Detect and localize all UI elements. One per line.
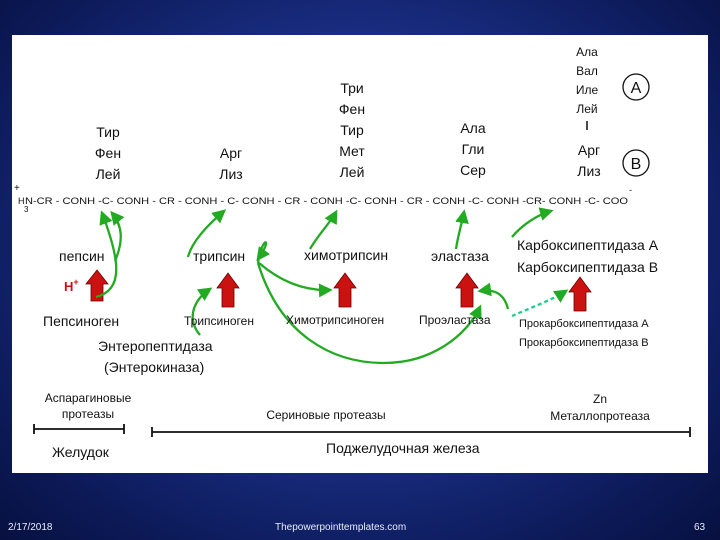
enzyme-elastase: эластаза	[431, 248, 489, 264]
enterokinase-label: (Энтерокиназа)	[104, 359, 204, 375]
enzyme-carboxypeptidase-b: Карбоксипептидаза В	[517, 259, 658, 275]
zymogen-trypsinogen: Трипсиноген	[184, 314, 254, 328]
aa-g4-2: Сер	[460, 162, 486, 178]
content-panel: Тир Фен Лей Арг Лиз Три Фен Тир Мет Лей …	[12, 35, 708, 473]
chain-plus: +	[14, 183, 20, 194]
aa-g3-1: Фен	[339, 101, 365, 117]
aa-g4-1: Гли	[462, 141, 485, 157]
organ-stomach: Желудок	[52, 444, 110, 460]
green-arrow-chymotrypsin-chain	[309, 209, 338, 250]
aa-g5a-3: Лей	[576, 102, 597, 116]
aa-g4-0: Ала	[460, 120, 486, 136]
green-arrow-trypsin-proelastase	[256, 262, 482, 365]
aa-g2-1: Лиз	[219, 166, 242, 182]
chain-sub3: 3	[24, 205, 29, 214]
enzyme-carboxypeptidase-a: Карбоксипептидаза А	[517, 237, 659, 253]
green-arrow-elastase-chain	[454, 209, 469, 250]
green-arrow-trypsin-chymotrypsinogen	[258, 262, 333, 298]
aa-g1-0: Тир	[96, 124, 120, 140]
circle-b-label: B	[631, 156, 642, 173]
class-serine: Сериновые протеазы	[266, 408, 385, 422]
zymogen-chymotrypsinogen: Химотрипсиноген	[286, 313, 384, 327]
aa-g5b-0: Арг	[578, 142, 600, 158]
green-arrow-trypsin-procarboxy-link	[477, 282, 510, 310]
peptide-chain: N-CR - CONH -C- CONH - CR - CONH - C- CO…	[25, 196, 628, 206]
aa-g5a-0: Ала	[576, 45, 598, 59]
circle-b	[622, 149, 650, 177]
red-arrow-chymotrypsinogen	[333, 272, 357, 308]
aa-g1-1: Фен	[95, 145, 121, 161]
green-arrow-trypsin-autoactivation	[256, 241, 271, 264]
aa-g1-2: Лей	[96, 166, 121, 182]
enteropeptidase-label: Энтеропептидаза	[98, 338, 213, 354]
aa-g5a-1: Вал	[576, 64, 598, 78]
proteolysis-diagram: Тир Фен Лей Арг Лиз Три Фен Тир Мет Лей …	[14, 45, 691, 460]
green-arrow-trypsin-chain	[186, 209, 227, 258]
zymogen-procarboxypeptidase-b: Прокарбоксипептидаза В	[519, 337, 649, 349]
organ-pancreas: Поджелудочная железа	[326, 440, 480, 456]
green-dashed-arrow-procarboxypeptidase	[511, 289, 569, 318]
class-aspartic-line2: протеазы	[62, 407, 114, 421]
zymogen-procarboxypeptidase-a: Прокарбоксипептидаза А	[519, 318, 649, 330]
circle-a-label: A	[631, 80, 642, 97]
aa-g3-0: Три	[340, 80, 363, 96]
red-arrow-procarboxypeptidase	[568, 276, 592, 312]
green-arrow-carboxy-chain	[511, 207, 554, 238]
enzyme-chymotrypsin: химотрипсин	[304, 247, 388, 263]
chain-h: H	[18, 196, 25, 206]
aa-g5a-2: Иле	[576, 83, 599, 97]
h-plus: H+	[64, 277, 79, 294]
metal-zn: Zn	[593, 392, 607, 406]
aa-g5b-1: Лиз	[577, 163, 600, 179]
enzyme-pepsin: пепсин	[59, 248, 105, 264]
red-arrow-pepsinogen	[85, 269, 109, 302]
aa-g3-2: Тир	[340, 122, 364, 138]
red-arrow-proelastase	[455, 272, 479, 308]
green-arrow-pepsin-chain	[95, 210, 118, 299]
footer-date: 2/17/2018	[8, 522, 53, 533]
zymogen-proelastase: Проэластаза	[419, 313, 491, 327]
aa-g3-4: Лей	[340, 164, 365, 180]
circle-a	[622, 73, 650, 101]
red-arrow-trypsinogen	[216, 272, 240, 308]
aa-g3-3: Мет	[339, 143, 365, 159]
footer-site: Thepowerpointtemplates.com	[275, 522, 407, 533]
chain-minus: -	[629, 185, 632, 195]
green-arrow-pepsin-cut	[110, 210, 125, 262]
enzyme-trypsin: трипсин	[193, 248, 245, 264]
class-metalloprotease: Металлопротеаза	[550, 409, 650, 423]
green-arrow-enteropeptidase	[191, 287, 213, 336]
aa-g2-0: Арг	[220, 145, 242, 161]
footer-page-number: 63	[694, 522, 706, 533]
zymogen-pepsinogen: Пепсиноген	[43, 313, 119, 329]
class-aspartic-line1: Аспарагиновые	[45, 391, 132, 405]
